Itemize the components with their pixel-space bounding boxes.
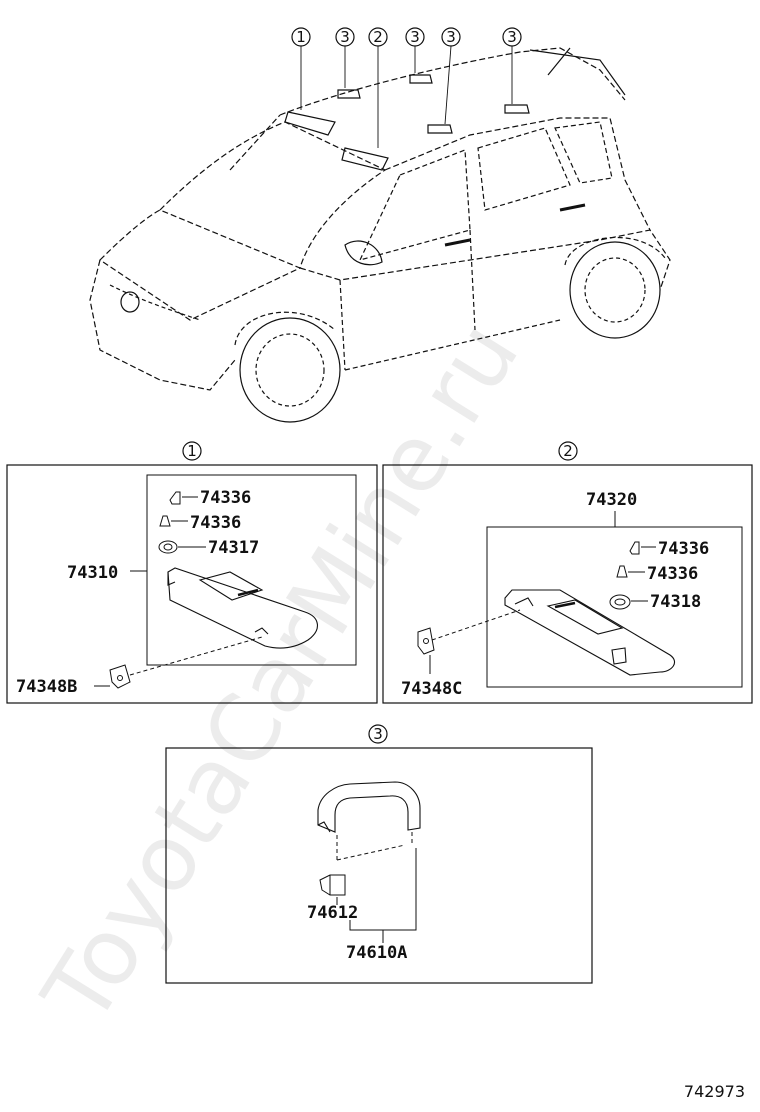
callout-3: 3 (441, 27, 461, 47)
panel-3-callout: 3 (373, 725, 383, 743)
callout-2: 2 (368, 27, 388, 47)
part-74336-a: 74336 (200, 488, 251, 508)
part-74612: 74612 (307, 903, 358, 923)
svg-text:1: 1 (296, 28, 306, 46)
sunvisor-icon (504, 589, 675, 676)
panel-1-callout: 1 (187, 442, 197, 460)
part-74310: 74310 (67, 563, 118, 583)
part-74348b: 74348B (16, 677, 77, 697)
callout-3: 3 (502, 27, 522, 47)
svg-text:3: 3 (410, 28, 420, 46)
part-74348c: 74348C (401, 679, 462, 699)
part-74336-b: 74336 (190, 513, 241, 533)
car-illustration (89, 45, 671, 423)
part-74610a: 74610A (346, 943, 407, 963)
clip-icon (629, 541, 640, 555)
part-74336-d: 74336 (647, 564, 698, 584)
clip-icon (169, 491, 181, 505)
svg-text:2: 2 (373, 28, 383, 46)
callout-3: 3 (405, 27, 425, 47)
watermark: ToyotaCarMine.ru (22, 303, 539, 1042)
clip-icon (616, 565, 628, 578)
grip-cover-icon (319, 874, 346, 896)
callout-3: 3 (335, 27, 355, 47)
part-74318: 74318 (650, 592, 701, 612)
part-74336-c: 74336 (658, 539, 709, 559)
part-74317: 74317 (208, 538, 259, 558)
callout-1: 1 (291, 27, 311, 47)
bracket-icon (417, 627, 435, 655)
clip-icon (159, 515, 171, 527)
panel-1: 1 74336 74336 74317 74310 7434 (6, 441, 378, 704)
svg-text:3: 3 (446, 28, 456, 46)
sunvisor-icon (167, 567, 318, 649)
holder-icon (158, 540, 178, 554)
assist-grip-icon (317, 781, 421, 833)
illustration-code: 742973 (684, 1082, 745, 1101)
svg-text:3: 3 (507, 28, 517, 46)
bracket-icon (109, 664, 131, 689)
panel-2: 2 74320 74336 74336 74318 74348C (382, 441, 753, 704)
svg-text:3: 3 (340, 28, 350, 46)
panel-2-callout: 2 (563, 442, 573, 460)
holder-icon (609, 594, 631, 610)
overview-callouts: 1 3 2 3 3 3 (291, 27, 522, 47)
panel-3: 3 74612 74610A (165, 724, 593, 984)
part-74320: 74320 (586, 490, 637, 510)
